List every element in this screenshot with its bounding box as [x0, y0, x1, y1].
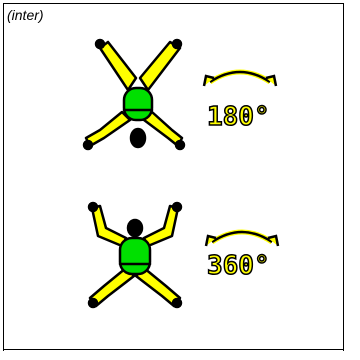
- figure-2-hand-upper-right: [171, 201, 183, 213]
- frame-bottom-border: [3, 349, 344, 350]
- figure-1-limb-lower-left: [84, 110, 132, 148]
- figure-1-torso: [122, 86, 154, 122]
- figure-2-head: [126, 218, 144, 238]
- figure-2-arm-upper-right: [142, 204, 180, 248]
- rotation-label-360: 360°: [207, 251, 270, 281]
- figure-1-limb-upper-right: [138, 40, 182, 92]
- figure-1-foot-lower-right: [174, 139, 186, 151]
- figure-1-hand-upper-right: [171, 38, 183, 50]
- figure-2-arm-upper-left: [90, 204, 128, 248]
- figure-2-foot-lower-right: [171, 297, 183, 309]
- rotation-arrow-1: [202, 69, 278, 87]
- rotation-arrow-2: [204, 229, 280, 247]
- skydiver-figure-2: [87, 201, 183, 309]
- rotation-label-180: 180°: [207, 102, 270, 132]
- figure-1-foot-lower-left: [82, 139, 94, 151]
- figure-1-limb-upper-left: [98, 40, 138, 92]
- diagram-caption: (inter): [7, 7, 44, 23]
- figure-2-foot-lower-left: [87, 297, 99, 309]
- diagram-frame: [3, 3, 344, 351]
- figure-1-limb-lower-right: [142, 110, 184, 148]
- figure-1-head: [129, 127, 147, 149]
- figure-2-torso: [118, 236, 152, 276]
- skydiver-figure-1: [82, 38, 186, 151]
- figure-2-hand-upper-left: [87, 201, 99, 213]
- figure-1-hand-upper-left: [94, 38, 106, 50]
